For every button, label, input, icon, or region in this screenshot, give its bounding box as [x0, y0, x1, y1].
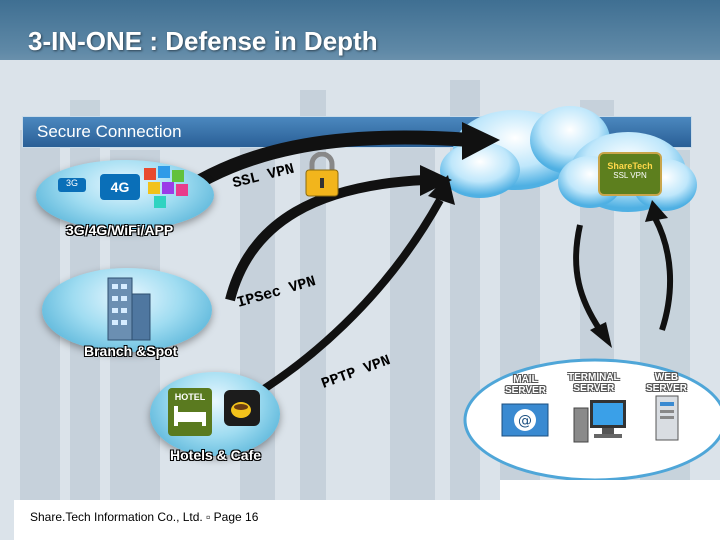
building-icon [107, 277, 151, 341]
hotel-source-node: HOTEL [150, 372, 280, 456]
servers-to-cloud-arrow [652, 216, 673, 331]
terminal-server-label: TERMINAL SERVER [568, 372, 620, 394]
mail-envelope-icon: @ [501, 403, 549, 437]
hotel-source-label: Hotels & Cafe [170, 447, 262, 463]
page-title: 3-IN-ONE : Defense in Depth [28, 26, 378, 56]
mobile-source-label: 3G/4G/WiFi/APP [66, 222, 174, 238]
branch-source-label: Branch &Spot [84, 343, 178, 359]
sharetech-logo: ShareTech SSL VPN [598, 152, 662, 196]
terminal-computer-icon [573, 400, 626, 443]
footer-right-panel [500, 480, 720, 540]
lock-icon [305, 152, 339, 197]
mobile-source-node: 3G 4G [36, 160, 214, 230]
secure-connection-label: Secure Connection [37, 122, 182, 141]
branch-source-node [42, 268, 212, 352]
hotel-icon: HOTEL [168, 388, 212, 436]
web-server-icon [655, 395, 679, 441]
app-icons [144, 166, 188, 208]
footer-panel: Share.Tech Information Co., Ltd. ▫ Page … [14, 500, 500, 540]
svg-text:@: @ [518, 413, 532, 429]
footer-text: Share.Tech Information Co., Ltd. ▫ Page … [30, 510, 259, 524]
ipsec-vpn-arrow [225, 175, 426, 302]
cloud-to-servers-arrow [573, 224, 603, 332]
internet-cloud [440, 106, 610, 198]
3g-badge: 3G [58, 178, 86, 192]
web-server-label: WEB SERVER [646, 372, 687, 394]
cafe-icon [224, 390, 260, 426]
4g-badge: 4G [100, 174, 140, 200]
mail-server-label: MAIL SERVER [505, 374, 546, 396]
